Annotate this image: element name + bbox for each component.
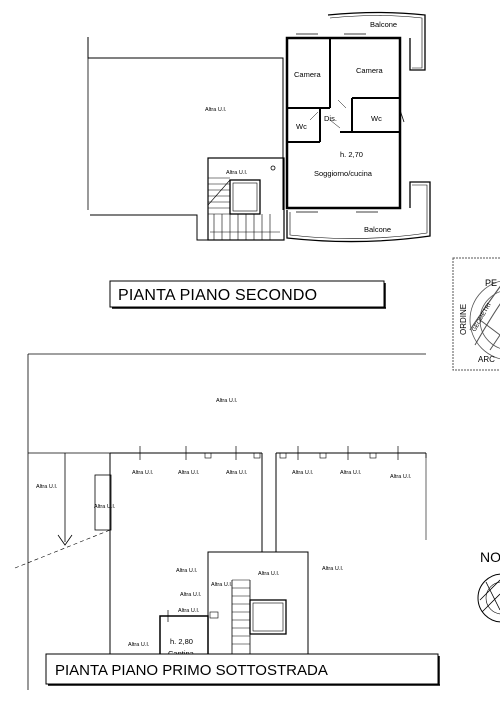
room-camera-left: Camera bbox=[294, 70, 322, 79]
lower-label-cell-3: Altra U.I. bbox=[226, 470, 248, 476]
upper-floor-plan bbox=[87, 11, 431, 243]
upper-other-unit-label: Altra U.I. bbox=[205, 107, 227, 113]
lower-label-left: Altra U.I. bbox=[36, 484, 58, 490]
room-balcone-bottom: Balcone bbox=[364, 225, 391, 234]
room-soggiorno-cucina: Soggiorno/cucina bbox=[314, 169, 373, 178]
lower-label-cell-5: Altra U.I. bbox=[340, 470, 362, 476]
lower-label-mid-3: Altra U.I. bbox=[322, 566, 344, 572]
lower-label-cell-2: Altra U.I. bbox=[178, 470, 200, 476]
lower-label-cell-1: Altra U.I. bbox=[132, 470, 154, 476]
stamp-text-1: ORDINE bbox=[459, 304, 468, 335]
lower-label-cell-6: Altra U.I. bbox=[390, 474, 412, 480]
room-balcone-top: Balcone bbox=[370, 20, 397, 29]
lower-floor-plan bbox=[14, 353, 427, 690]
lower-label-cell-4: Altra U.I. bbox=[292, 470, 314, 476]
upper-title-box bbox=[109, 280, 385, 308]
lower-plan-title: PIANTA PIANO PRIMO SOTTOSTRADA bbox=[55, 662, 328, 679]
room-wc-left: Wc bbox=[296, 122, 307, 131]
room-dis: Dis. bbox=[324, 114, 337, 123]
lower-title-box bbox=[45, 653, 439, 685]
lower-label-mid-5: Altra U.I. bbox=[180, 592, 202, 598]
lower-label-mid-4: Altra U.I. bbox=[211, 582, 233, 588]
room-height-upper: h. 2,70 bbox=[340, 150, 363, 159]
upper-plan-title: PIANTA PIANO SECONDO bbox=[118, 287, 317, 304]
north-label: NO bbox=[480, 549, 500, 565]
lower-height-label: h. 2,80 bbox=[170, 637, 193, 646]
north-arrow-icon bbox=[477, 573, 500, 623]
professional-stamp bbox=[452, 257, 500, 371]
room-wc-right: Wc bbox=[371, 114, 382, 123]
stamp-text-4: ARC bbox=[478, 355, 495, 364]
lower-label-mid-6: Altra U.I. bbox=[178, 608, 200, 614]
lower-label-left-box: Altra U.I. bbox=[94, 504, 116, 510]
room-camera-right: Camera bbox=[356, 66, 384, 75]
lower-label-mid-1: Altra U.I. bbox=[176, 568, 198, 574]
upper-stair-other-unit-label: Altra U.I. bbox=[226, 170, 248, 176]
lower-label-mid-2: Altra U.I. bbox=[258, 571, 280, 577]
lower-label-top: Altra U.I. bbox=[216, 398, 238, 404]
lower-label-bottom-left: Altra U.I. bbox=[128, 642, 150, 648]
stamp-text-2: GEOMETRI bbox=[472, 302, 493, 333]
stamp-text-3: PE bbox=[485, 278, 497, 288]
